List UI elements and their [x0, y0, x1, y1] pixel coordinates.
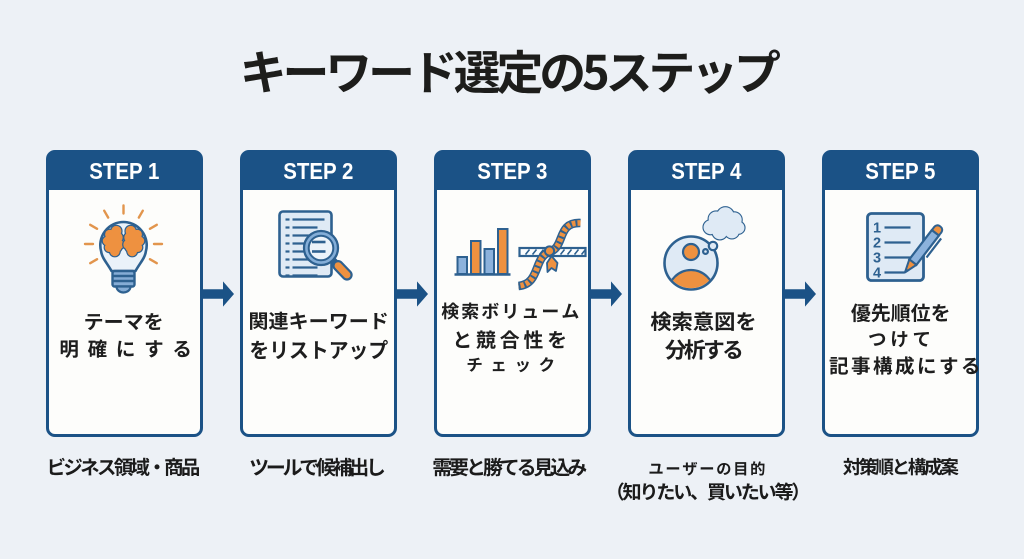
svg-text:2: 2	[873, 236, 881, 252]
svg-text:4: 4	[873, 266, 881, 282]
svg-text:1: 1	[873, 221, 881, 237]
svg-text:3: 3	[873, 251, 881, 267]
